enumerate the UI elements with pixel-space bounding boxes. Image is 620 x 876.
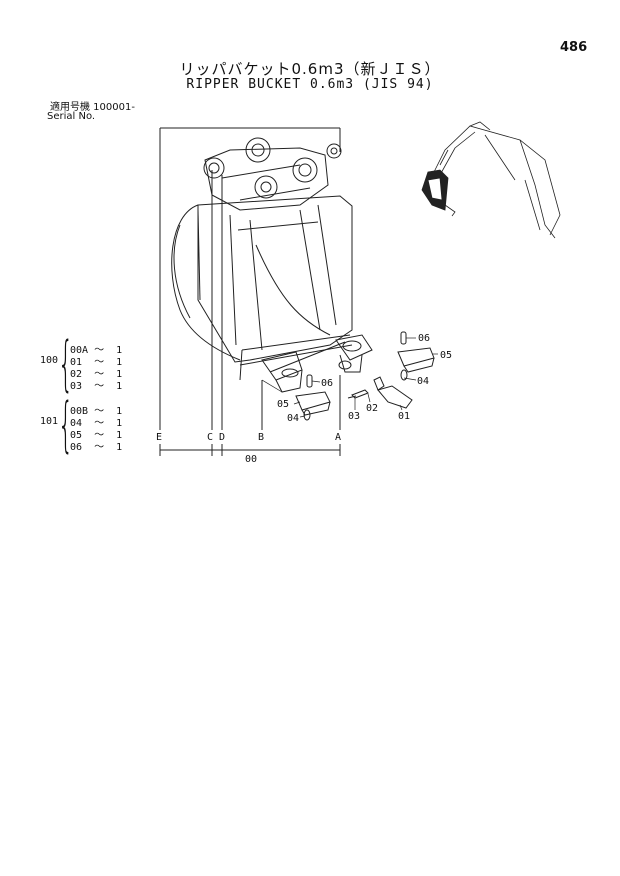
dimension-letter-c: C	[207, 432, 213, 443]
tooth-05-left	[295, 391, 331, 416]
group-row: 00A ～ 1	[70, 345, 123, 356]
callout-04: 04	[287, 413, 299, 424]
pin-06-right	[400, 331, 407, 345]
dimension-letter-d: D	[219, 432, 225, 443]
group-bracket: {	[58, 390, 74, 460]
excavator-inset	[421, 121, 561, 239]
group-row: 00B ～ 1	[70, 406, 123, 417]
tooth-01	[373, 376, 413, 409]
shank-right	[335, 334, 373, 373]
group-row: 05 ～ 1	[70, 430, 123, 441]
group-row: 06 ～ 1	[70, 442, 123, 453]
callout-03: 03	[348, 411, 360, 422]
dimension-letter-a: A	[335, 432, 341, 443]
serial-label-jp: 適用号機 100001-	[50, 102, 135, 113]
group-label-100: 100	[40, 355, 59, 366]
callout-05: 05	[440, 350, 452, 361]
dimension-letter-b: B	[258, 432, 264, 443]
page-number: 486	[560, 40, 588, 55]
dimension-letter-e: E	[156, 432, 162, 443]
group-label-101: 101	[40, 416, 59, 427]
callout-06: 06	[418, 333, 430, 344]
bucket-body	[171, 195, 353, 381]
page-title-jp: リッパバケット0.6m3（新ＪＩＳ）	[179, 60, 441, 78]
callout-06: 06	[321, 378, 333, 389]
dimension-lines	[159, 127, 341, 456]
group-row: 02 ～ 1	[70, 369, 123, 380]
pin-02-03	[347, 389, 369, 399]
serial-label-en: Serial No.	[47, 111, 96, 122]
group-bracket: {	[58, 329, 74, 399]
shank-left	[261, 351, 303, 393]
group-row: 04 ～ 1	[70, 418, 123, 429]
boss-plates	[203, 137, 342, 211]
lock-04-left	[303, 409, 311, 421]
page-title-en: RIPPER BUCKET 0.6m3 (JIS 94)	[186, 77, 434, 92]
callout-01: 01	[398, 411, 410, 422]
tooth-05-right	[397, 347, 435, 373]
callout-04: 04	[417, 376, 429, 387]
pin-06-mid	[306, 374, 313, 388]
lock-04-right	[400, 369, 408, 381]
callout-02: 02	[366, 403, 378, 414]
callout-05: 05	[277, 399, 289, 410]
dimension-total: 00	[245, 454, 257, 465]
leader-lines	[261, 337, 438, 418]
group-row: 03 ～ 1	[70, 381, 123, 392]
group-row: 01 ～ 1	[70, 357, 123, 368]
